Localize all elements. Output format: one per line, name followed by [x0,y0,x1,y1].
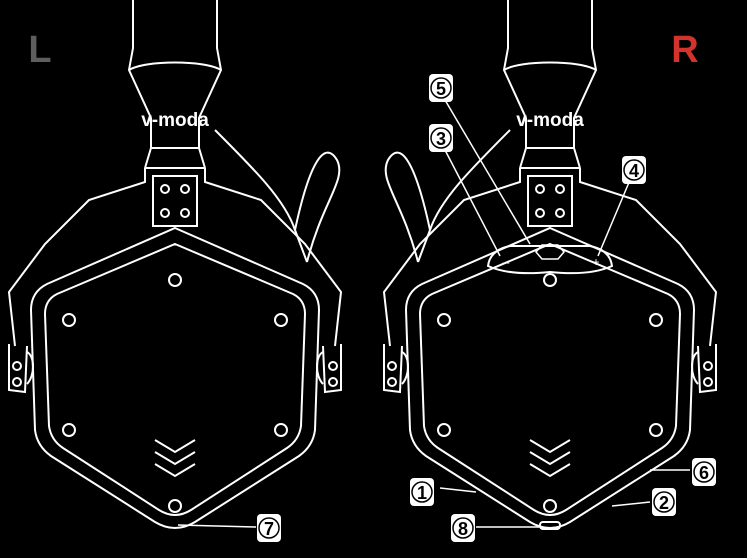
leader-lines [177,99,690,528]
callout-3-label: 3 [436,129,446,149]
volume-minus-symbol: – [503,255,510,269]
brand-logo-right: v-moda [516,110,584,131]
callout-4-label: 4 [629,161,639,181]
left-side-label: L [28,29,51,71]
usb-port [539,521,561,530]
callout-8-label: 8 [458,519,468,539]
callout-2-label: 2 [659,493,669,513]
callout-6-label: 6 [699,463,709,483]
callout-3: 3 [429,124,453,152]
brand-logo-left: v-moda [141,110,209,131]
callout-2: 2 [652,488,676,516]
left-headphone: v-moda [8,0,342,529]
callout-5: 5 [429,74,453,102]
control-button-bar [486,245,614,275]
callout-7: 7 [257,514,281,542]
callout-8: 8 [451,514,475,542]
center-button [535,244,565,260]
volume-plus-symbol: + [592,255,599,269]
callout-4: 4 [622,156,646,184]
right-side-label: R [671,29,698,71]
callout-5-label: 5 [436,79,446,99]
callout-1: 1 [410,478,434,506]
right-headphone: v-moda – + [383,0,717,530]
callout-1-label: 1 [417,483,427,503]
callout-7-label: 7 [264,519,274,539]
callout-6: 6 [692,458,716,486]
